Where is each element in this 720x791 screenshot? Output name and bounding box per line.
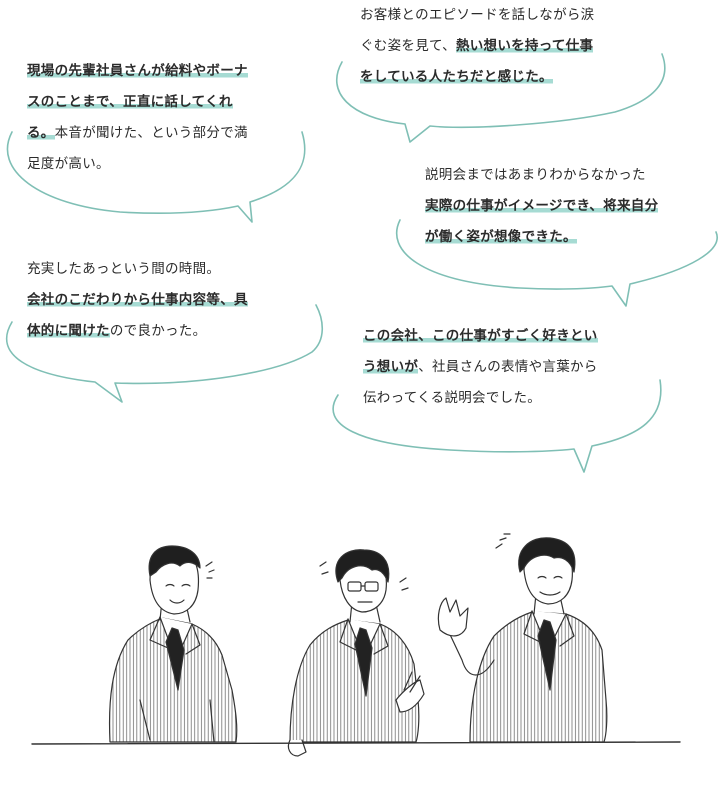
highlighted-text: 実際の仕事がイメージでき、将来自分 <box>425 198 659 214</box>
speech-bubble-4-outline <box>5 304 324 403</box>
speech-bubble-5-text: この会社、この仕事がすごく好きという想いが、社員さんの表情や言葉から伝わってくる… <box>363 321 598 414</box>
speech-bubble-2-outline <box>336 53 666 143</box>
plain-text: 伝わってくる説明会でした。 <box>363 390 542 406</box>
bubble-line: この会社、この仕事がすごく好きとい <box>363 321 598 352</box>
highlighted-text: が働く姿が想像できた。 <box>425 229 577 245</box>
plain-text: 充実したあっという間の時間。 <box>27 261 221 277</box>
bubble-line: スのことまで、正直に話してくれ <box>27 87 248 118</box>
table-edge <box>31 741 681 745</box>
plain-text: お客様とのエピソードを話しながら涙 <box>360 7 595 23</box>
person-right <box>437 533 608 743</box>
highlighted-text: 現場の先輩社員さんが給料やボーナ <box>27 63 248 79</box>
bubble-line: 会社のこだわりから仕事内容等、具 <box>27 285 248 316</box>
bubble-line: をしている人たちだと感じた。 <box>360 62 594 93</box>
highlighted-text: 体的に聞けた <box>27 323 110 339</box>
plain-text: 説明会まではあまりわからなかった <box>425 167 646 183</box>
speech-bubble-2-text: お客様とのエピソードを話しながら涙ぐむ姿を見て、熱い想いを持って仕事をしている人… <box>360 0 594 93</box>
plain-text: ので良かった。 <box>109 323 207 339</box>
plain-text: 足度が高い。 <box>27 156 110 172</box>
highlighted-text: う想いが <box>363 359 419 375</box>
bubble-line: 足度が高い。 <box>27 149 248 180</box>
bubble-line: ぐむ姿を見て、熱い想いを持って仕事 <box>360 31 594 62</box>
speech-bubble-3-outline <box>395 219 718 307</box>
plain-text: 本音が聞けた、という部分で満 <box>54 125 248 141</box>
bubble-line: 説明会まではあまりわからなかった <box>425 160 658 191</box>
highlighted-text: る。 <box>27 125 55 141</box>
highlighted-text: をしている人たちだと感じた。 <box>360 69 553 85</box>
bubble-line: る。本音が聞けた、という部分で満 <box>27 118 248 149</box>
bubble-line: 伝わってくる説明会でした。 <box>363 383 598 414</box>
three-men-in-suits-talking-icon <box>31 533 681 757</box>
bubble-line: お客様とのエピソードを話しながら涙 <box>360 0 594 31</box>
plain-text: ぐむ姿を見て、 <box>360 38 456 54</box>
bubble-line: が働く姿が想像できた。 <box>425 222 658 253</box>
speech-bubble-4-text: 充実したあっという間の時間。会社のこだわりから仕事内容等、具体的に聞けたので良か… <box>27 254 248 347</box>
bubble-line: 現場の先輩社員さんが給料やボーナ <box>27 56 248 87</box>
speech-bubble-1-outline <box>6 131 306 223</box>
plain-text: 、社員さんの表情や言葉から <box>418 359 598 375</box>
highlighted-text: この会社、この仕事がすごく好きとい <box>363 328 598 344</box>
highlighted-text: 熱い想いを持って仕事 <box>455 38 594 54</box>
speech-bubble-5-outline <box>332 379 662 473</box>
person-center <box>287 549 425 757</box>
bubble-line: 充実したあっという間の時間。 <box>27 254 248 285</box>
bubble-line: う想いが、社員さんの表情や言葉から <box>363 352 598 383</box>
bubble-line: 体的に聞けたので良かった。 <box>27 316 248 347</box>
highlighted-text: 会社のこだわりから仕事内容等、具 <box>27 292 248 308</box>
bubble-line: 実際の仕事がイメージでき、将来自分 <box>425 191 659 222</box>
speech-bubbles <box>5 53 718 473</box>
highlighted-text: スのことまで、正直に話してくれ <box>27 94 233 110</box>
speech-bubble-3-text: 説明会まではあまりわからなかった実際の仕事がイメージでき、将来自分が働く姿が想像… <box>425 160 659 253</box>
person-left <box>108 545 238 743</box>
speech-bubble-1-text: 現場の先輩社員さんが給料やボーナスのことまで、正直に話してくれる。本音が聞けた、… <box>27 56 248 180</box>
